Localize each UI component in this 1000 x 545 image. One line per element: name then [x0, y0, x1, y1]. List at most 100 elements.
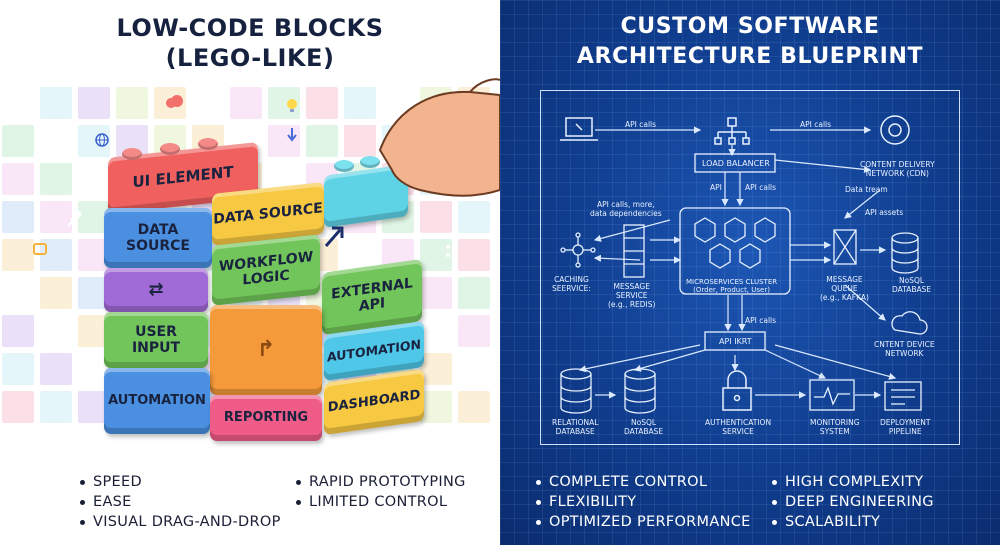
blueprint-title-line1: CUSTOM SOFTWARE	[620, 14, 880, 39]
background-tile	[344, 125, 376, 157]
background-tile	[458, 201, 490, 233]
label-api-ikrt: API IKRT	[719, 337, 752, 346]
background-tile	[458, 239, 490, 271]
cdn-gear-icon	[880, 115, 910, 145]
architecture-diagram	[560, 115, 928, 414]
bullet-text: EASE	[93, 494, 132, 510]
api-gateway-box	[704, 331, 766, 351]
bullet-text: SCALABILITY	[785, 514, 881, 530]
background-tile	[2, 201, 34, 233]
caching-hub-icon	[560, 232, 596, 268]
label-authentication-service: AUTHENTICATION SERVICE	[705, 418, 772, 436]
lightbulb-icon	[287, 99, 297, 112]
smile-icon	[33, 243, 47, 255]
label-message-service: MESSAGE SERVICE (e.g., REDIS)	[608, 282, 656, 309]
brick-user-input: USER INPUT	[104, 312, 208, 368]
low-code-title-line1: LOW-CODE BLOCKS	[116, 14, 384, 42]
loop-icon: ⇄	[148, 278, 164, 300]
label-deployment-pipeline: DEPLOYMENT PIPELINE	[880, 418, 931, 436]
background-tile	[2, 353, 34, 385]
hand-icon	[378, 90, 500, 197]
label-monitoring-system: MONITORING SYSTEM	[810, 418, 860, 436]
label-api-calls-3: API calls	[745, 316, 777, 325]
server-rack-icon	[623, 224, 645, 278]
bullet-text: SPEED	[93, 474, 142, 490]
background-tile	[2, 163, 34, 195]
low-code-panel: LOW-CODE BLOCKS (LEGO-LIKE)	[2, 14, 500, 530]
label-cdn: CONTENT DELIVERY NETWORK (CDN)	[860, 160, 935, 178]
brick-orange: ↱	[210, 305, 322, 395]
bullet-text: FLEXIBILITY	[549, 494, 637, 510]
brick-stud	[198, 138, 218, 150]
background-tile	[420, 201, 452, 233]
brick-loop: ⇄	[104, 268, 208, 312]
blueprint-panel: CUSTOM SOFTWARE ARCHITECTURE BLUEPRINT	[500, 0, 1000, 545]
hand-illustration	[324, 78, 500, 247]
low-code-title-line2: (LEGO-LIKE)	[165, 44, 335, 72]
background-tile	[458, 391, 490, 423]
bullet-optimized-performance: OPTIMIZED PERFORMANCE	[536, 514, 751, 530]
background-tile	[2, 315, 34, 347]
background-tile	[40, 391, 72, 423]
brick-stud	[360, 156, 380, 168]
label-api-calls-1: API calls	[625, 120, 657, 129]
nosql-bottom-database-icon	[624, 368, 656, 414]
bullet-limited-control: LIMITED CONTROL	[296, 494, 447, 510]
bullet-text: HIGH COMPLEXITY	[785, 474, 924, 490]
label-data-stream: Data tream	[845, 185, 888, 194]
cloud-network-icon	[891, 311, 928, 335]
background-tile	[420, 277, 452, 309]
bullet-text: LIMITED CONTROL	[309, 494, 448, 510]
globe-icon	[95, 133, 109, 147]
bullet-high-complexity: HIGH COMPLEXITY	[772, 474, 923, 490]
bullet-text: VISUAL DRAG-AND-DROP	[93, 514, 281, 530]
bullet-text: DEEP ENGINEERING	[785, 494, 934, 510]
label-load-balancer: LOAD BALANCER	[702, 159, 770, 168]
background-tile	[40, 87, 72, 119]
brick-reporting: REPORTING	[210, 395, 322, 441]
background-tile	[420, 391, 452, 423]
brick-automation-bottom: AUTOMATION	[104, 368, 210, 434]
bullet-rapid-prototyping: RAPID PROTOTYPING	[296, 474, 466, 490]
brick-reporting-label: REPORTING	[223, 409, 309, 425]
bullet-text: COMPLETE CONTROL	[549, 474, 708, 490]
background-tile	[230, 87, 262, 119]
label-api-lb-2: API calls	[745, 183, 777, 192]
brick-user-input-label: USER INPUT	[131, 323, 181, 356]
bullet-scalability: SCALABILITY	[772, 514, 880, 530]
deployment-pipeline-icon	[884, 381, 922, 411]
bullet-speed: SPEED	[80, 474, 142, 490]
label-api-assets: API assets	[865, 208, 904, 217]
arrow-down-icon	[287, 128, 297, 142]
background-tile	[2, 125, 34, 157]
gear-icon	[445, 315, 459, 329]
monitoring-icon	[809, 379, 855, 411]
relational-database-icon	[560, 368, 592, 414]
bullet-flexibility: FLEXIBILITY	[536, 494, 636, 510]
background-icons	[33, 95, 459, 329]
cloud-icon	[166, 95, 183, 108]
background-tile	[40, 277, 72, 309]
bullet-visual-drag-drop: VISUAL DRAG-AND-DROP	[80, 514, 281, 530]
background-tile	[40, 353, 72, 385]
label-nosql-bottom: NoSQL DATABASE	[624, 418, 664, 436]
bullet-complete-control: COMPLETE CONTROL	[536, 474, 707, 490]
label-api-lb-1: API	[710, 183, 722, 192]
label-microservices-cluster: MICROSERVICES CLUSTER (Order, Product, U…	[686, 278, 778, 295]
background-tile	[306, 87, 338, 119]
bullet-ease: EASE	[80, 494, 132, 510]
bullet-text: OPTIMIZED PERFORMANCE	[549, 514, 751, 530]
label-nosql-right: NoSQL DATABASE	[892, 276, 932, 294]
microservices-cluster-box	[679, 207, 791, 295]
background-tile	[2, 391, 34, 423]
load-balancer-box	[694, 153, 776, 173]
background-tile	[2, 239, 34, 271]
message-queue-icon	[833, 229, 857, 265]
rocket-icon	[67, 210, 82, 227]
label-message-queue: MESSAGE QUEUE (e.g., KAFKA)	[820, 275, 869, 302]
label-caching-service: CACHING SEERVICE:	[552, 275, 591, 293]
label-api-calls-2: API calls	[800, 120, 832, 129]
blueprint-frame	[540, 90, 960, 445]
background-tile	[306, 125, 338, 157]
network-icon	[446, 245, 458, 257]
